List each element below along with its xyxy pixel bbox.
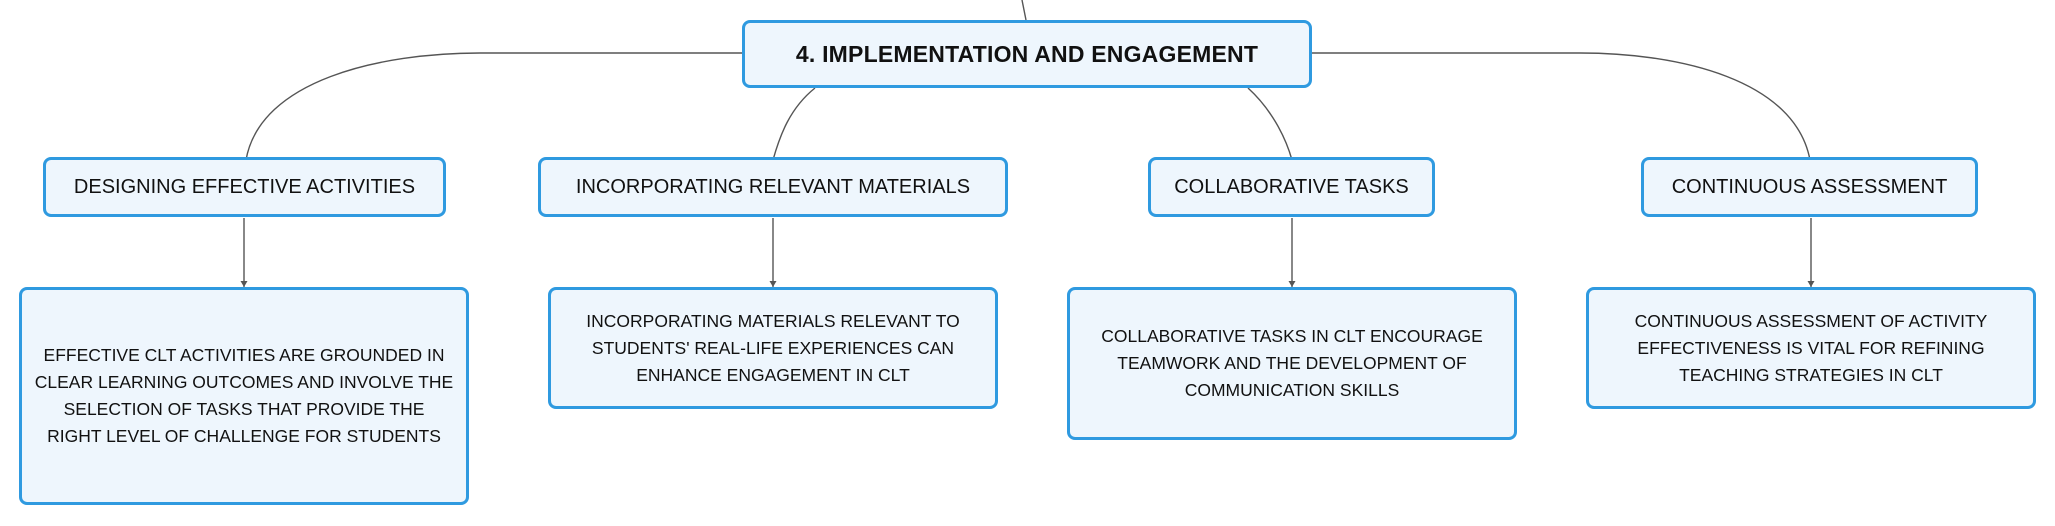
arrowhead xyxy=(240,281,248,287)
branch-continuous-assessment[interactable]: CONTINUOUS ASSESSMENT xyxy=(1641,157,1978,217)
arrowhead xyxy=(1807,281,1815,287)
detail-incorporating-relevant-materials[interactable]: INCORPORATING MATERIALS RELEVANT TO STUD… xyxy=(548,287,998,409)
root-topic[interactable]: 4. IMPLEMENTATION AND ENGAGEMENT xyxy=(742,20,1312,88)
arrowhead xyxy=(769,281,777,287)
branch-collaborative-tasks[interactable]: COLLABORATIVE TASKS xyxy=(1148,157,1435,217)
detail-continuous-assessment[interactable]: CONTINUOUS ASSESSMENT OF ACTIVITY EFFECT… xyxy=(1586,287,2036,409)
branch-incorporating-relevant-materials[interactable]: INCORPORATING RELEVANT MATERIALS xyxy=(538,157,1008,217)
detail-collaborative-tasks[interactable]: COLLABORATIVE TASKS IN CLT ENCOURAGE TEA… xyxy=(1067,287,1517,440)
arrowhead xyxy=(1288,281,1296,287)
connector-root-branch-3 xyxy=(1247,87,1293,161)
connector-from-parent xyxy=(1021,0,1027,21)
connector-root-branch-1 xyxy=(245,52,742,161)
detail-designing-effective-activities[interactable]: EFFECTIVE CLT ACTIVITIES ARE GROUNDED IN… xyxy=(19,287,469,505)
connector-root-branch-2 xyxy=(772,87,816,161)
branch-designing-effective-activities[interactable]: DESIGNING EFFECTIVE ACTIVITIES xyxy=(43,157,446,217)
connector-root-branch-4 xyxy=(1312,52,1811,161)
